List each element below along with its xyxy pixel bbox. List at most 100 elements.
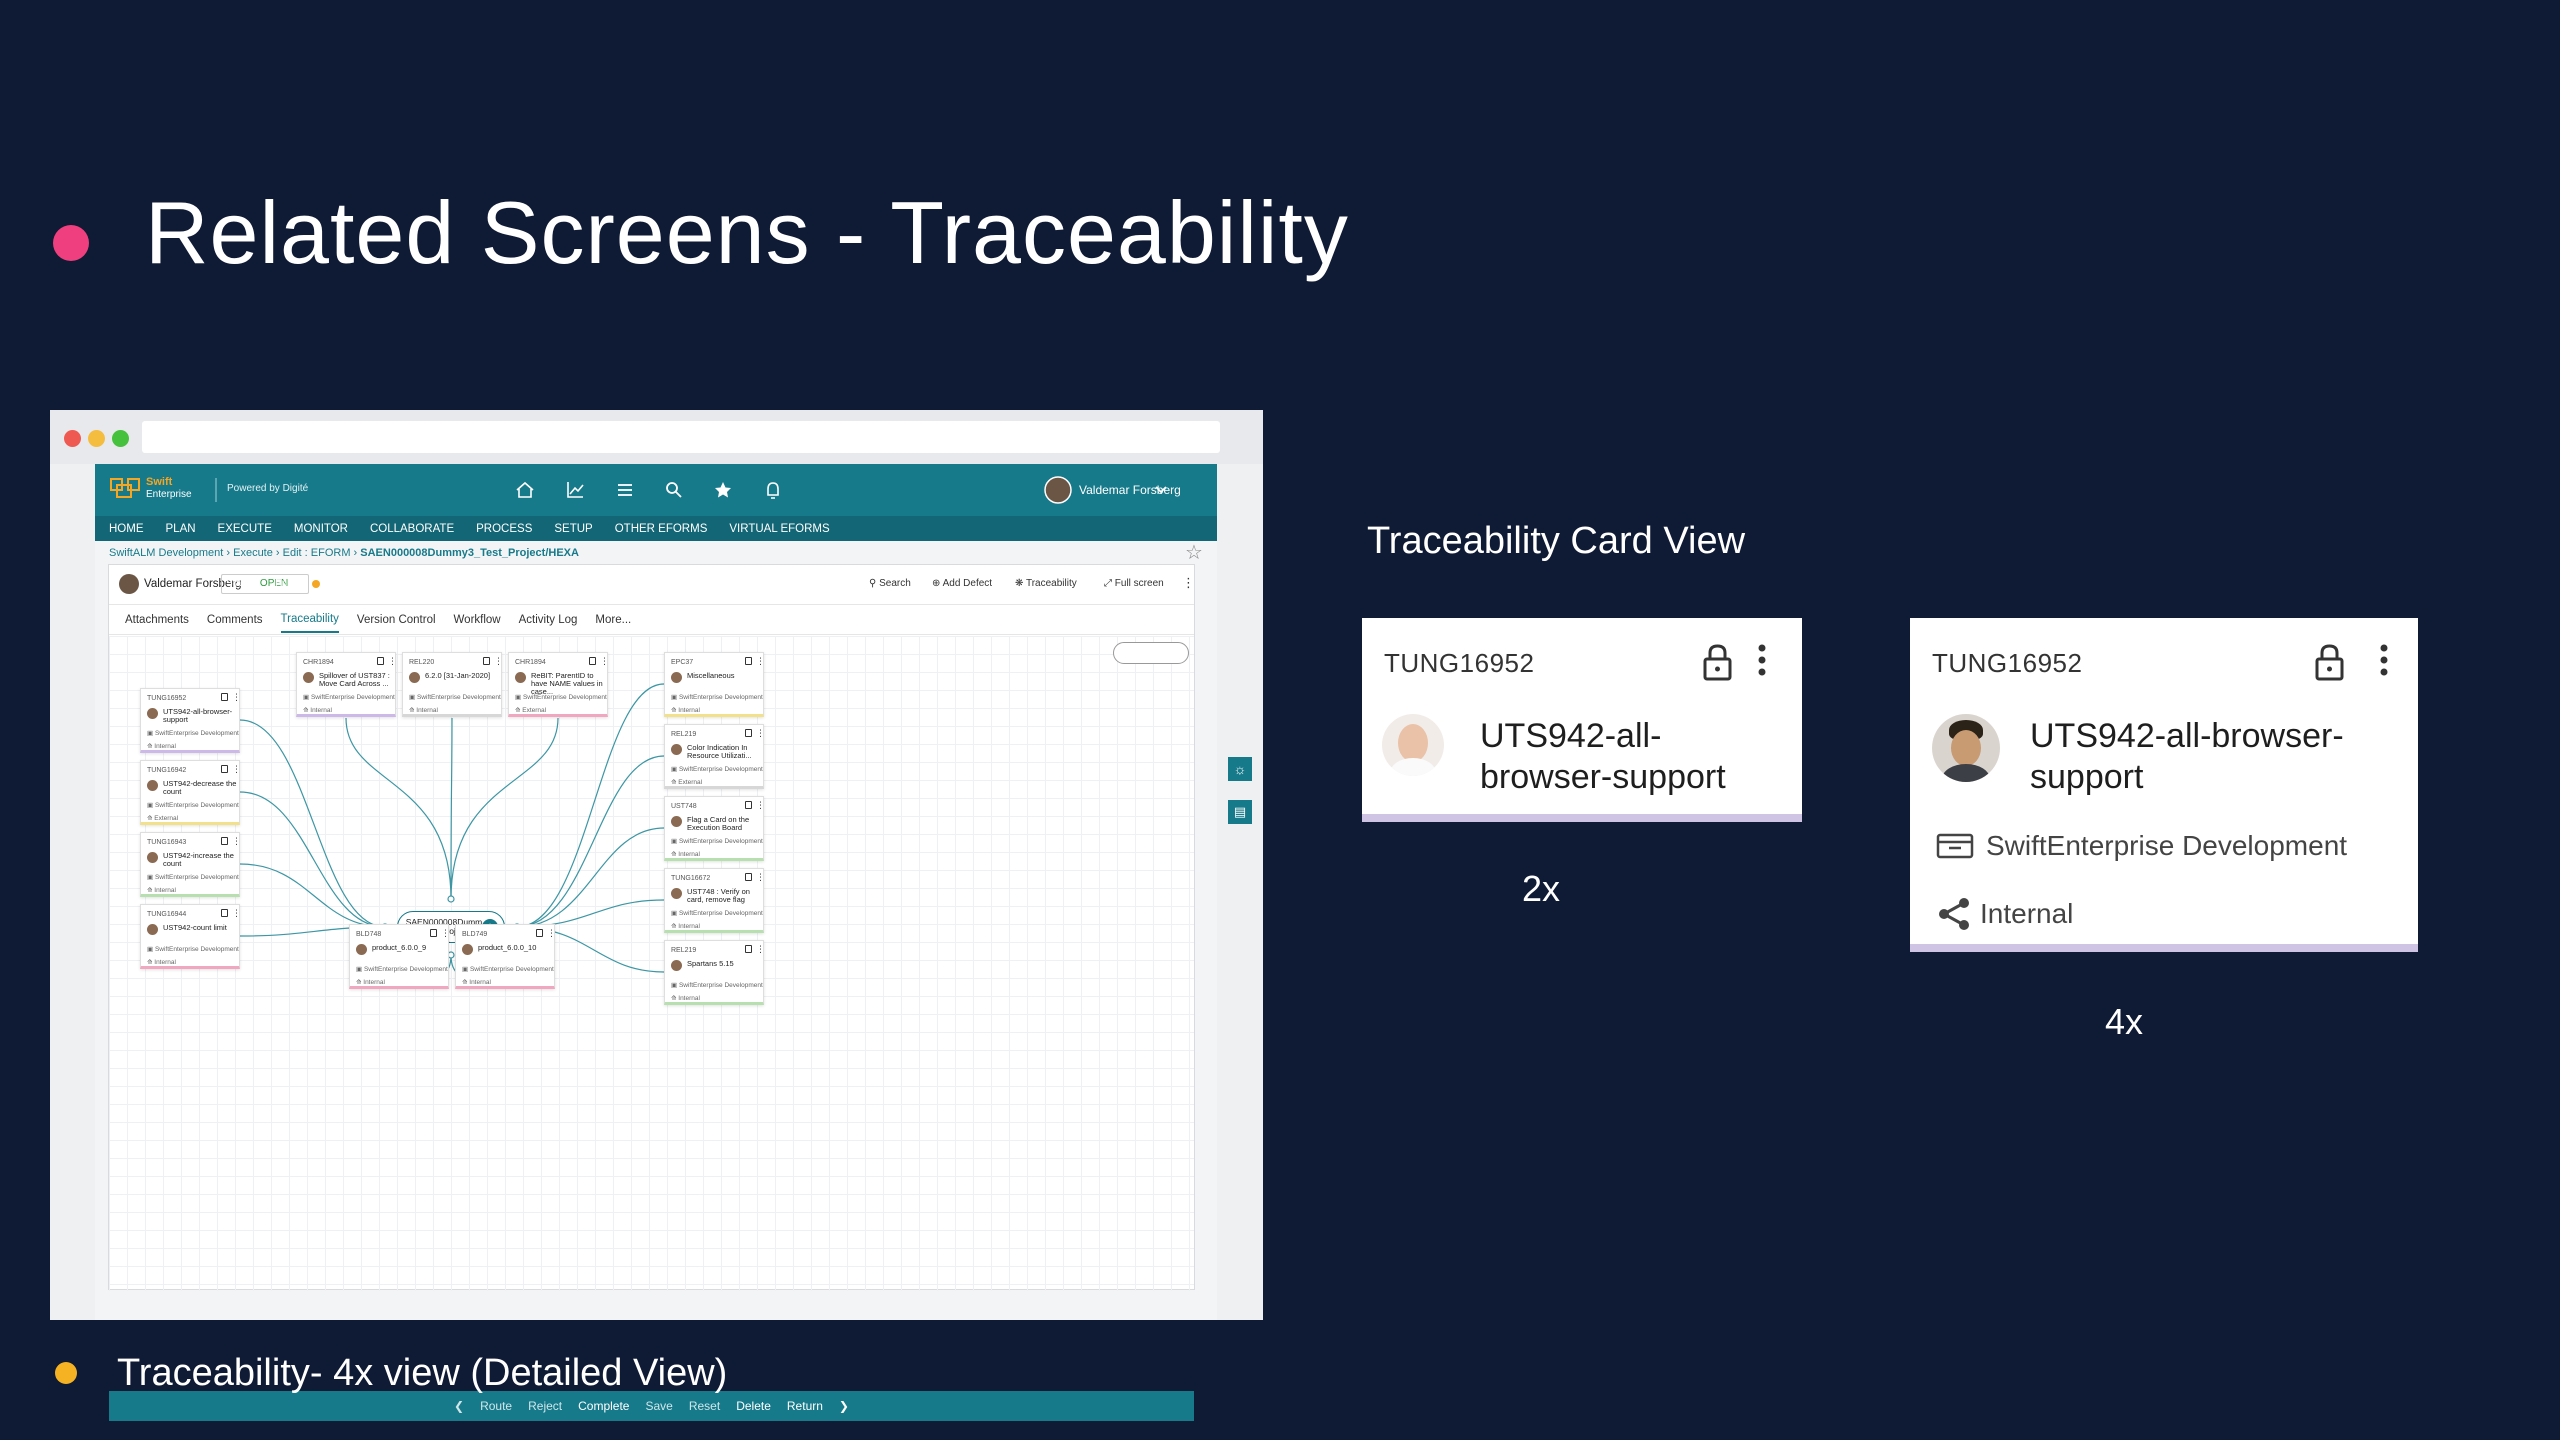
- swift-logo-icon[interactable]: [110, 478, 140, 498]
- avatar[interactable]: [1044, 476, 1072, 504]
- more-vert-icon[interactable]: ⋮: [232, 908, 241, 918]
- trace-card[interactable]: TUNG16942⋮UST942-decrease the count▣ Swi…: [140, 760, 241, 825]
- lock-icon[interactable]: [221, 909, 228, 917]
- trace-card[interactable]: TUNG16943⋮UST942-increase the count▣ Swi…: [140, 832, 241, 897]
- maximize-dot[interactable]: [112, 430, 129, 447]
- minimize-dot[interactable]: [88, 430, 105, 447]
- lock-icon[interactable]: [377, 657, 384, 665]
- lock-icon[interactable]: [536, 929, 543, 937]
- lock-icon[interactable]: [2310, 642, 2350, 682]
- trace-card[interactable]: REL219⋮Spartans 5.15▣ SwiftEnterprise De…: [664, 940, 765, 1005]
- lock-icon[interactable]: [745, 801, 752, 809]
- menu-icon[interactable]: [618, 484, 632, 496]
- next-icon[interactable]: ❯: [838, 1399, 849, 1413]
- fullscreen-action[interactable]: ⤢ Full screen: [1104, 578, 1164, 589]
- more-vert-icon[interactable]: ⋮: [1182, 575, 1195, 590]
- nav-execute[interactable]: EXECUTE: [217, 522, 272, 535]
- status-badge[interactable]: Status: OPEN: [221, 574, 309, 594]
- more-vert-icon[interactable]: ⋮: [756, 944, 765, 954]
- trace-card[interactable]: CHR1894⋮Spillover of UST837 : Move Card …: [296, 652, 397, 717]
- nav-other-eforms[interactable]: OTHER EFORMS: [614, 522, 708, 535]
- more-vert-icon[interactable]: ⋮: [756, 728, 765, 738]
- lock-icon[interactable]: [221, 837, 228, 845]
- trace-card[interactable]: EPC37⋮Miscellaneous▣ SwiftEnterprise Dev…: [664, 652, 765, 717]
- trace-card[interactable]: TUNG16952⋮UTS942-all-browser-support▣ Sw…: [140, 688, 241, 753]
- trace-card[interactable]: UST748⋮Flag a Card on the Execution Boar…: [664, 796, 765, 861]
- tab-comments[interactable]: Comments: [206, 613, 263, 626]
- search-icon[interactable]: [666, 482, 682, 498]
- more-vert-icon[interactable]: ⋮: [494, 656, 503, 666]
- prev-icon[interactable]: ❮: [454, 1399, 465, 1413]
- lock-icon[interactable]: [430, 929, 437, 937]
- reject-button[interactable]: Reject: [528, 1399, 563, 1413]
- tab-traceability[interactable]: Traceability: [280, 607, 339, 633]
- bell-icon[interactable]: [767, 482, 779, 499]
- card-4x[interactable]: TUNG16952 UTS942-all-browser-support Swi…: [1910, 618, 2418, 952]
- user-name[interactable]: Valdemar Forsberg: [1079, 483, 1181, 497]
- lock-icon[interactable]: [745, 945, 752, 953]
- crumb-project[interactable]: SwiftALM Development: [109, 547, 224, 559]
- connector-dot[interactable]: [447, 895, 455, 903]
- chart-icon[interactable]: [567, 482, 584, 498]
- chat-icon[interactable]: ▤: [1228, 800, 1252, 824]
- tab-activity-log[interactable]: Activity Log: [518, 613, 578, 626]
- lock-icon[interactable]: [221, 765, 228, 773]
- nav-plan[interactable]: PLAN: [165, 522, 196, 535]
- save-button[interactable]: Save: [645, 1399, 673, 1413]
- priority-label[interactable]: Priority:: [275, 578, 309, 589]
- trace-card[interactable]: REL219⋮Color Indication In Resource Util…: [664, 724, 765, 789]
- tab-workflow[interactable]: Workflow: [453, 613, 501, 626]
- address-bar[interactable]: [142, 421, 1220, 453]
- nav-setup[interactable]: SETUP: [554, 522, 593, 535]
- favorite-star-icon[interactable]: ☆: [1185, 542, 1203, 564]
- trace-card[interactable]: BLD748⋮product_6.0.0_9▣ SwiftEnterprise …: [349, 924, 450, 989]
- complete-button[interactable]: Complete: [578, 1399, 630, 1413]
- lock-icon[interactable]: [1698, 642, 1738, 682]
- chevron-down-icon[interactable]: [1155, 486, 1167, 494]
- nav-virtual-eforms[interactable]: VIRTUAL EFORMS: [729, 522, 830, 535]
- zoom-control[interactable]: ⊖ 4x ⊕: [1113, 642, 1189, 664]
- delete-button[interactable]: Delete: [736, 1399, 771, 1413]
- trace-card[interactable]: TUNG16944⋮UST942-count limit▣ SwiftEnter…: [140, 904, 241, 969]
- tab-attachments[interactable]: Attachments: [125, 613, 189, 626]
- trace-card[interactable]: CHR1894⋮ReBIT: ParentID to have NAME val…: [508, 652, 609, 717]
- sun-icon[interactable]: ☼: [1228, 757, 1252, 781]
- home-icon[interactable]: [516, 481, 534, 498]
- return-button[interactable]: Return: [786, 1399, 823, 1413]
- more-vert-icon[interactable]: ⋮: [600, 656, 609, 666]
- zoom-out-icon[interactable]: ⊖: [1120, 647, 1128, 658]
- close-dot[interactable]: [64, 430, 81, 447]
- more-vert-icon[interactable]: ⋮: [756, 872, 765, 882]
- lock-icon[interactable]: [745, 873, 752, 881]
- lock-icon[interactable]: [221, 693, 228, 701]
- more-vert-icon[interactable]: ⋮: [756, 656, 765, 666]
- nav-home[interactable]: HOME: [109, 522, 144, 535]
- more-vert-icon[interactable]: ⋮: [547, 928, 556, 938]
- trace-card[interactable]: REL220⋮6.2.0 [31-Jan-2020]▣ SwiftEnterpr…: [402, 652, 503, 717]
- more-vert-icon[interactable]: ⋮: [388, 656, 397, 666]
- trace-card[interactable]: TUNG16672⋮UST748 : Verify on card, remov…: [664, 868, 765, 933]
- lock-icon[interactable]: [483, 657, 490, 665]
- crumb-edit[interactable]: Edit : EFORM: [282, 547, 351, 559]
- traceability-canvas[interactable]: ⊖ 4x ⊕ SAEN000008Dummy3_Test_Project/HEX…: [109, 636, 1194, 1291]
- crumb-execute[interactable]: Execute: [233, 547, 273, 559]
- star-icon[interactable]: [715, 482, 731, 498]
- trace-card[interactable]: BLD749⋮product_6.0.0_10▣ SwiftEnterprise…: [455, 924, 556, 989]
- lock-icon[interactable]: [745, 729, 752, 737]
- more-vert-icon[interactable]: [1756, 642, 1768, 682]
- zoom-in-icon[interactable]: ⊕: [1174, 647, 1182, 658]
- more-vert-icon[interactable]: ⋮: [232, 836, 241, 846]
- more-vert-icon[interactable]: ⋮: [232, 764, 241, 774]
- card-2x[interactable]: TUNG16952 UTS942-all-browser-support: [1362, 618, 1802, 822]
- route-button[interactable]: Route: [480, 1399, 513, 1413]
- nav-process[interactable]: PROCESS: [476, 522, 533, 535]
- traceability-action[interactable]: ❋ Traceability: [1015, 578, 1077, 589]
- add-defect-action[interactable]: ⊕ Add Defect: [932, 578, 993, 589]
- more-vert-icon[interactable]: ⋮: [756, 800, 765, 810]
- more-vert-icon[interactable]: [2378, 642, 2390, 682]
- tab-version-control[interactable]: Version Control: [356, 613, 436, 626]
- nav-collaborate[interactable]: COLLABORATE: [369, 522, 455, 535]
- lock-icon[interactable]: [745, 657, 752, 665]
- tab-more[interactable]: More...: [595, 613, 632, 626]
- more-vert-icon[interactable]: ⋮: [441, 928, 450, 938]
